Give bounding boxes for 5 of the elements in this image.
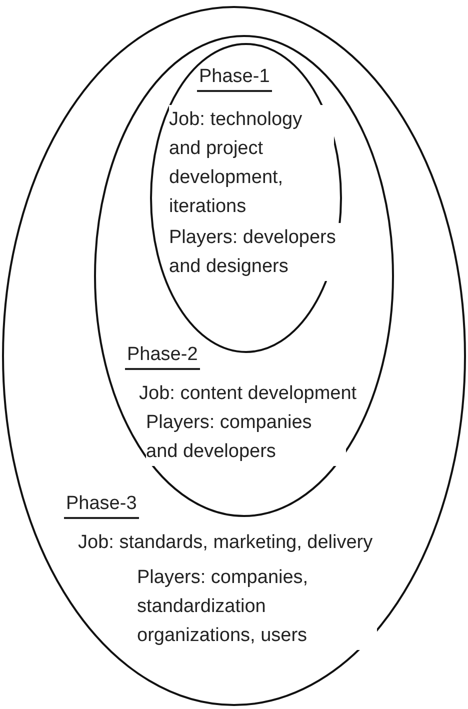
phase-heading: Phase-1 — [197, 65, 272, 92]
players-description: Players: developers and designers — [169, 223, 342, 281]
phase-ellipse — [2, 6, 466, 706]
phase-heading: Phase-3 — [64, 492, 139, 519]
phase-heading: Phase-2 — [125, 343, 200, 370]
